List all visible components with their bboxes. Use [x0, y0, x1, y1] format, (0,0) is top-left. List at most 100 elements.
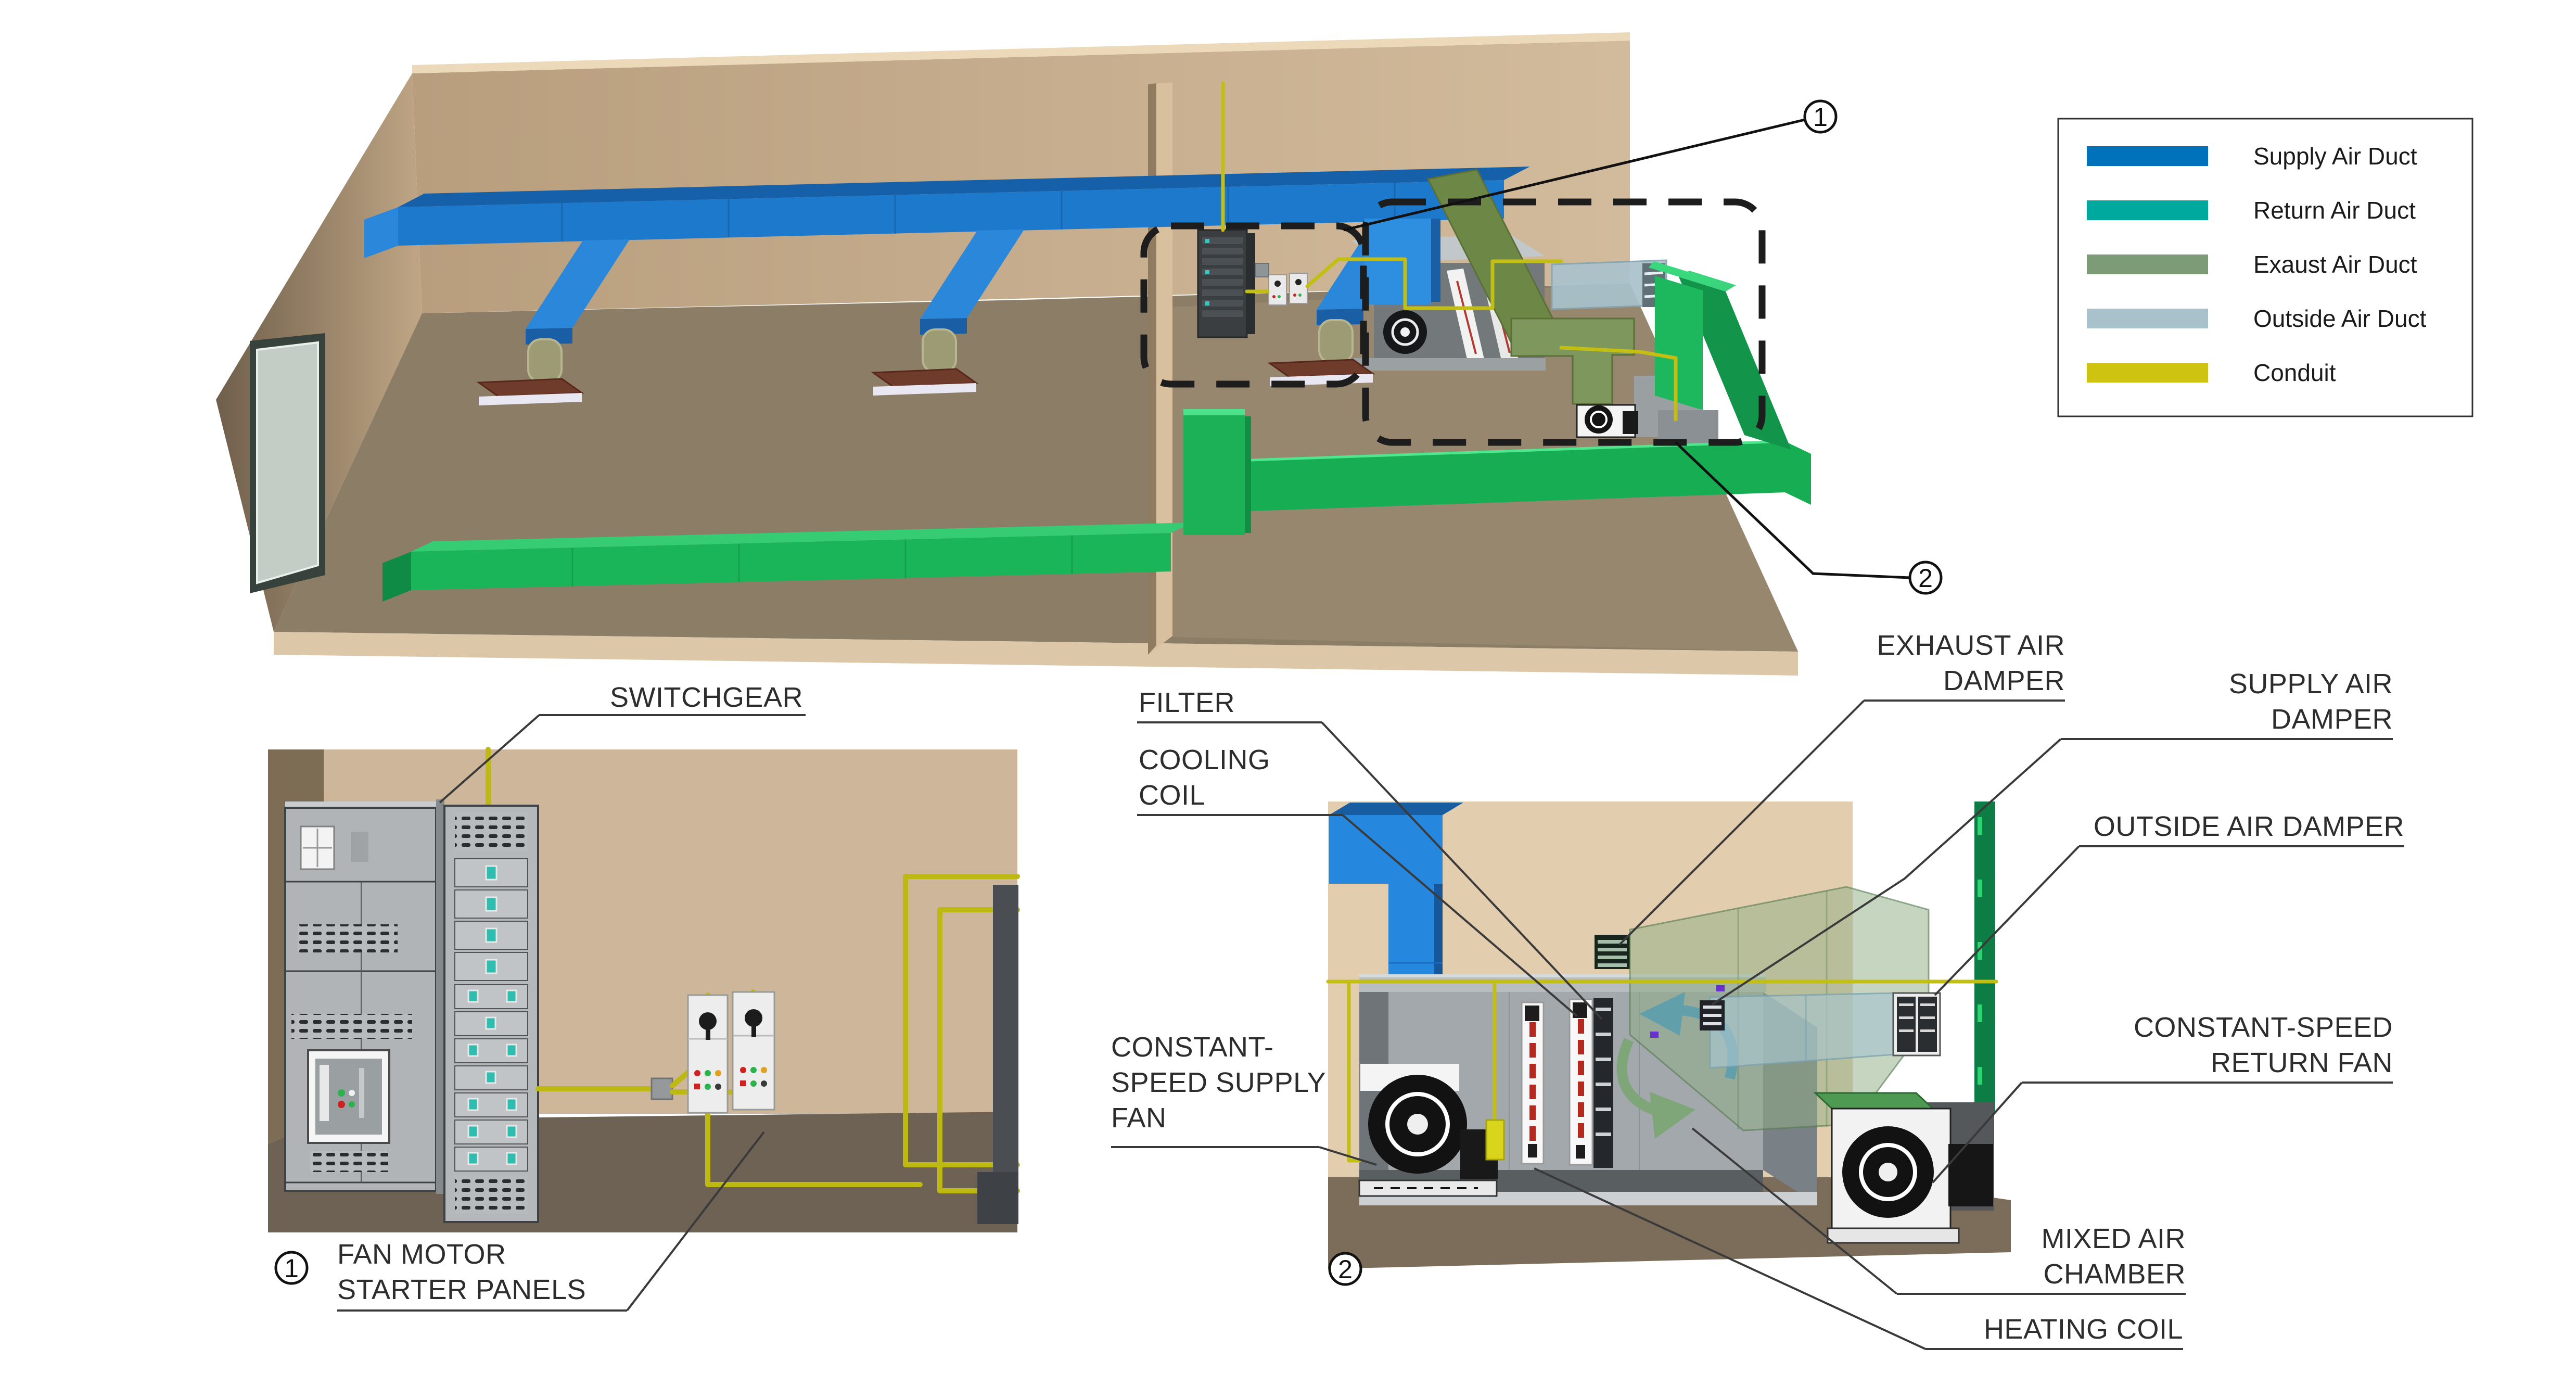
d1-callout-circle	[274, 1251, 309, 1285]
legend-swatch-outside	[2087, 309, 2208, 328]
flex-connector	[527, 338, 563, 383]
d1-switchgear-left	[284, 802, 437, 1192]
d2-return-duct-riser	[1974, 802, 1995, 1113]
legend-row-outside: Outside Air Duct	[2087, 305, 2427, 332]
d2-sensor	[1650, 1032, 1659, 1038]
d2-supply-fan-label-line3: FAN	[1111, 1102, 1167, 1134]
d2-outside-damper-label: OUTSIDE AIR DAMPER	[2094, 811, 2404, 842]
d2-supply-fan-label-line2: SPEED SUPPLY	[1111, 1067, 1326, 1098]
legend-swatch-supply	[2087, 146, 2208, 166]
d1-hmi-panel	[307, 1049, 390, 1144]
detail-region-2	[1362, 198, 1766, 446]
supply-air-duct-main	[364, 167, 1530, 405]
supply-duct-endcap	[364, 207, 398, 258]
d2-cooling-coil-leader	[1342, 814, 1578, 1017]
d1-switchgear-label: SWITCHGEAR	[610, 682, 803, 713]
return-duct-riser-to-fan	[1655, 276, 1703, 410]
d1-breaker-modules	[454, 858, 528, 1172]
flex-connector	[922, 328, 957, 373]
d1-vent	[455, 812, 528, 851]
legend-label-outside: Outside Air Duct	[2253, 305, 2427, 332]
window	[250, 333, 325, 593]
d2-supply-fan-label-line1: CONSTANT-	[1111, 1032, 1274, 1063]
d1-vent	[298, 924, 398, 952]
d2-cooling-coil-label-line2: COIL	[1139, 780, 1205, 811]
d2-mixed-air-leader	[1691, 1127, 1898, 1295]
conduit-runs-main	[1221, 81, 1678, 422]
legend-row-return: Return Air Duct	[2087, 197, 2416, 224]
d2-return-fan	[1813, 1092, 1994, 1244]
d2-supply-damper-leader	[1711, 738, 2062, 1006]
legend-label-supply: Supply Air Duct	[2253, 143, 2417, 170]
d1-switchgear-right	[443, 805, 539, 1223]
return-duct-top	[411, 523, 1193, 552]
d1-starter-panel-1	[687, 994, 729, 1114]
starter-panels-main	[1268, 273, 1308, 306]
d1-switchgear-leader	[439, 714, 540, 804]
d2-supply-fan-leader	[1319, 1146, 1377, 1166]
d1-rotary-switch	[699, 1012, 717, 1030]
detail-view-1: SWITCHGEAR 1 FAN MOTOR STARTER PANELS	[268, 682, 1020, 1312]
legend-swatch-conduit	[2087, 363, 2208, 383]
d2-outside-air-duct	[1709, 992, 1896, 1069]
legend-row-supply: Supply Air Duct	[2087, 143, 2417, 170]
d2-filter	[1593, 998, 1613, 1168]
return-duct-front	[411, 533, 1171, 590]
d2-callout-number: 2	[1338, 1255, 1353, 1284]
d1-callout-number: 1	[284, 1254, 299, 1283]
diffuser-slab	[873, 383, 976, 396]
switchgear-cabinet-main	[1197, 229, 1255, 338]
d2-supply-damper-label-line1: SUPPLY AIR	[2229, 668, 2393, 699]
callout-2: 2	[1675, 441, 1943, 595]
d2-outside-damper-leader	[1934, 845, 2080, 996]
d2-disconnect-box	[1485, 1119, 1505, 1161]
d2-return-fan-leader	[1932, 1082, 2023, 1184]
d2-exhaust-damper-leader	[1618, 699, 1865, 946]
floor-front-slab	[274, 632, 1798, 676]
back-wall	[412, 41, 1630, 313]
callout-1: 1	[1343, 99, 1838, 232]
legend-label-exhaust: Exaust Air Duct	[2253, 251, 2417, 278]
return-fan-wheel	[1585, 405, 1613, 434]
d2-callout-circle	[1328, 1252, 1362, 1286]
return-duct-left-elbow	[382, 552, 411, 602]
diffuser-slab	[479, 393, 582, 405]
exhaust-air-duct-main	[1426, 169, 1635, 405]
callout-2-leader	[1675, 441, 1910, 579]
callout-2-circle	[1908, 561, 1943, 595]
d1-equipment-edge	[993, 885, 1018, 1172]
d2-cooling-coil-label-line1: COOLING	[1139, 744, 1270, 775]
d2-filter-label: FILTER	[1139, 687, 1235, 718]
d1-labels: SWITCHGEAR 1 FAN MOTOR STARTER PANELS	[274, 682, 806, 1312]
d1-vent	[291, 1014, 412, 1039]
d1-fan-motor-label-line1: FAN MOTOR	[337, 1239, 506, 1270]
window-glass	[256, 341, 319, 584]
d2-heating-coil-label: HEATING COIL	[1984, 1314, 2183, 1345]
callout-1-leader	[1343, 118, 1805, 232]
d1-rotary-switch	[745, 1009, 762, 1027]
legend-swatch-exhaust	[2087, 255, 2208, 274]
legend-row-exhaust: Exaust Air Duct	[2087, 251, 2417, 278]
legend-label-return: Return Air Duct	[2253, 197, 2416, 224]
d1-vent	[310, 1151, 388, 1172]
d1-cabinet-divider	[436, 799, 444, 1194]
main-view: 1 2	[216, 32, 1943, 676]
ahu-base	[1353, 358, 1546, 371]
d2-exhaust-damper-label-line2: DAMPER	[1943, 665, 2065, 696]
d1-fan-motor-leader	[626, 1131, 765, 1312]
detail-view-2: FILTER COOLING COIL CONSTANT- SPEED SUPP…	[1111, 630, 2404, 1350]
supply-branch-2	[871, 230, 1024, 396]
d2-outside-air-damper	[1892, 992, 1941, 1057]
return-air-duct-main	[382, 261, 1811, 602]
d2-supply-fan	[1358, 1064, 1498, 1197]
d2-labels-right: EXHAUST AIR DAMPER SUPPLY AIR DAMPER OUT…	[1534, 630, 2404, 1350]
d1-equipment-edge	[977, 1172, 1018, 1224]
d2-mixed-air-label-line1: MIXED AIR	[2041, 1223, 2186, 1254]
recirculation-arrow-green	[1616, 1037, 1666, 1118]
callout-1-circle	[1803, 99, 1838, 134]
back-wall-top-edge	[412, 32, 1630, 73]
return-riser	[1183, 414, 1245, 535]
d2-heating-coil	[1521, 1001, 1545, 1165]
